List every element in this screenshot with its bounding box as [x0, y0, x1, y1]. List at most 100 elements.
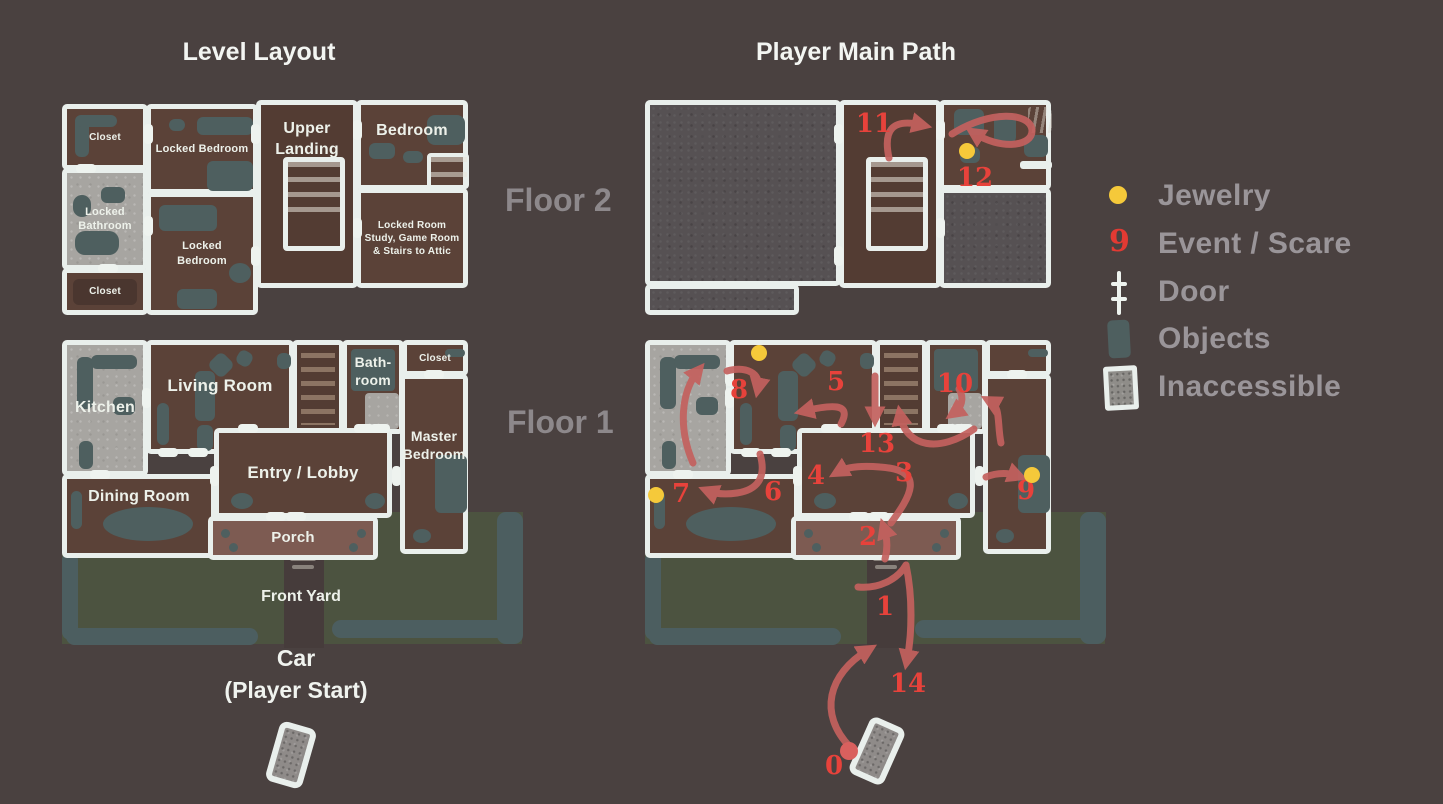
front-yard-label: Front Yard — [261, 588, 341, 605]
object — [197, 117, 253, 135]
hedge — [649, 628, 841, 645]
door-icon — [741, 448, 761, 457]
object — [994, 113, 1016, 143]
object — [159, 205, 217, 231]
object — [101, 187, 125, 203]
object — [195, 371, 215, 421]
door-icon — [251, 246, 260, 266]
door-icon — [286, 512, 306, 521]
object — [660, 357, 676, 409]
inaccessible-area — [645, 100, 841, 286]
object — [932, 543, 941, 552]
room-label: Locked Room Study, Game Room & Stairs to… — [364, 219, 460, 257]
hedge — [497, 512, 523, 644]
object — [812, 543, 821, 552]
door-icon — [354, 424, 374, 433]
door-icon — [771, 448, 791, 457]
door-legend-icon — [1111, 271, 1127, 315]
legend-objects-label: Objects — [1158, 322, 1271, 355]
jewelry-dot — [1024, 467, 1040, 483]
door-icon — [869, 512, 889, 521]
room-label: Master Bedroom — [402, 428, 466, 463]
object — [75, 115, 117, 127]
room-kitchen: Kitchen — [62, 340, 148, 476]
object — [369, 143, 395, 159]
path-number-2: 2 — [858, 522, 878, 552]
object — [1024, 135, 1048, 157]
object — [277, 353, 291, 369]
object — [948, 493, 968, 509]
room-label: Bath- room — [354, 354, 392, 389]
door-icon — [725, 388, 734, 408]
event-scare-legend-icon: 9 — [1109, 224, 1130, 259]
object — [445, 349, 465, 357]
room-label: Living Room — [167, 375, 273, 395]
object — [169, 119, 185, 131]
path-floor2-plan — [645, 98, 1052, 316]
object — [804, 529, 813, 538]
door-icon — [975, 466, 984, 486]
room-label: Locked Bedroom — [155, 142, 249, 155]
floor1-label: Floor 1 — [507, 404, 614, 440]
path-number-14: 14 — [889, 669, 927, 699]
room-master-path — [983, 374, 1051, 554]
door-icon — [673, 470, 693, 479]
object — [91, 355, 137, 369]
room-locked-bathroom: Locked Bathroom — [62, 168, 148, 270]
floor2-label: Floor 2 — [505, 182, 612, 218]
jewelry-dot — [648, 487, 664, 503]
door-icon — [238, 424, 258, 433]
object — [229, 543, 238, 552]
legend-jewelry-label: Jewelry — [1158, 179, 1271, 212]
room-dining: Dining Room — [62, 474, 216, 558]
wall-stub — [1020, 161, 1052, 169]
stair-corridor-path — [875, 340, 927, 434]
door-icon — [793, 466, 802, 486]
legend-event-label: Event / Scare — [1158, 227, 1352, 260]
object — [357, 529, 366, 538]
object — [817, 348, 838, 369]
object — [365, 493, 385, 509]
room-bedroom: Bedroom — [356, 100, 469, 190]
layout-floor2-plan: Closet Locked Bathroom Closet Locked Bed… — [62, 98, 469, 316]
room-entry: Entry / Lobby — [214, 428, 392, 518]
hedge — [66, 628, 258, 645]
object — [157, 403, 169, 445]
door-icon — [142, 388, 151, 408]
door-icon — [936, 120, 945, 140]
object — [740, 403, 752, 445]
door-icon — [849, 512, 869, 521]
object — [696, 397, 718, 415]
object — [435, 455, 467, 513]
object — [1028, 349, 1048, 357]
room-closet-tl: Closet — [62, 104, 148, 170]
inaccessible-area — [939, 188, 1051, 288]
jewelry-dot — [959, 143, 975, 159]
path-number-1: 1 — [875, 592, 895, 622]
room-kitchen-path — [645, 340, 731, 476]
room-locked-study: Locked Room Study, Game Room & Stairs to… — [356, 188, 468, 288]
stair-steps — [431, 157, 467, 187]
object — [73, 195, 91, 217]
room-closet-bottom: Closet — [62, 268, 148, 315]
door-icon — [1007, 370, 1027, 379]
door-icon — [158, 448, 178, 457]
door-icon — [144, 124, 153, 144]
door-icon — [188, 448, 208, 457]
room-locked-bedroom-mid: Locked Bedroom — [146, 192, 258, 315]
room-label: Closet — [89, 131, 121, 143]
door-icon — [210, 466, 219, 486]
object — [954, 109, 984, 135]
door-icon — [953, 424, 973, 433]
path-number-12: 12 — [956, 163, 994, 193]
door-icon — [353, 218, 362, 238]
layout-floor1-plan: Kitchen Living Room Bath- room Closet Ma… — [62, 336, 468, 562]
stair-steps — [288, 162, 340, 220]
path-number-5: 5 — [826, 367, 846, 397]
stairs — [283, 157, 345, 251]
room-label: Closet — [419, 352, 451, 364]
door-icon — [266, 512, 286, 521]
driveway-step — [875, 565, 897, 569]
door-icon — [76, 164, 96, 173]
